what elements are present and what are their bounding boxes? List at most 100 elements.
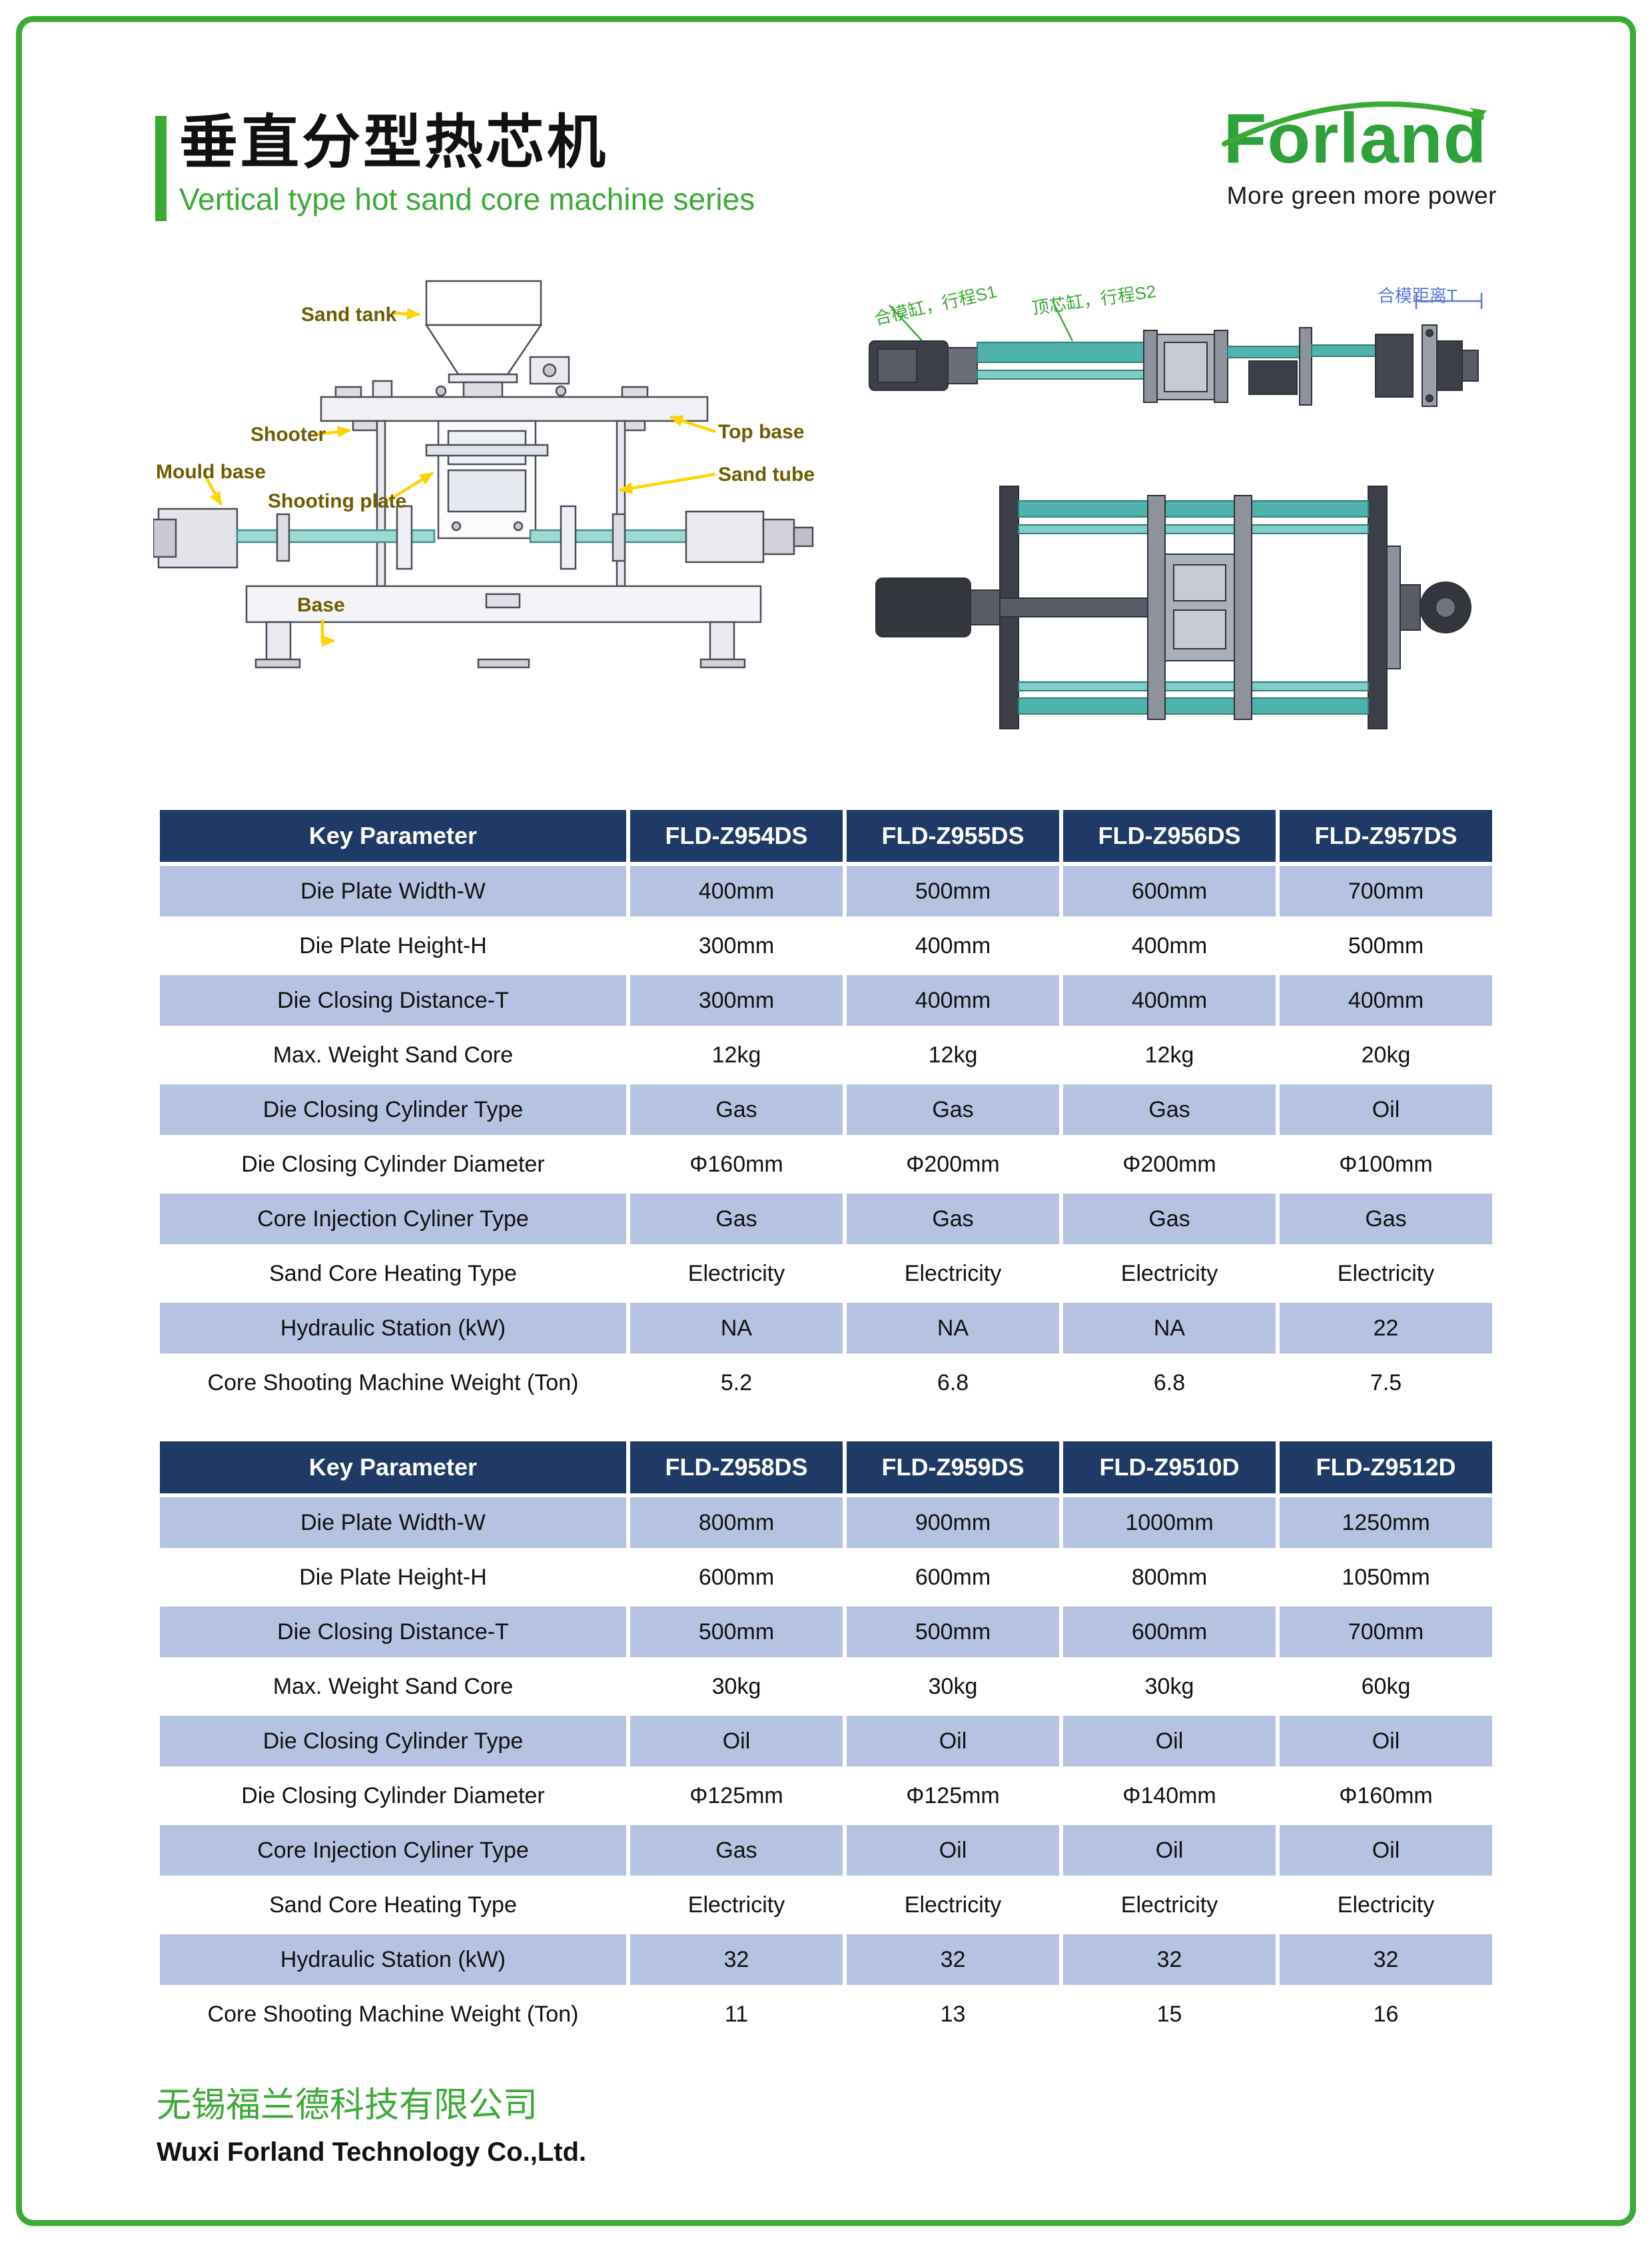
spec-value-cell: 6.8 (1063, 1357, 1276, 1408)
spec-value-cell: Gas (630, 1825, 843, 1876)
model-header-cell: FLD-Z9512D (1280, 1441, 1492, 1493)
spec-value-cell: Electricity (1280, 1880, 1492, 1930)
spec-value-cell: 32 (1280, 1934, 1492, 1985)
spec-value-cell: 13 (847, 1989, 1059, 2040)
machine-front-view-diagram (153, 280, 814, 669)
spec-value-cell: 7.5 (1280, 1357, 1492, 1408)
spec-value-cell: Oil (1280, 1084, 1492, 1135)
spec-value-cell: 30kg (630, 1661, 843, 1712)
spec-value-cell: Oil (847, 1825, 1059, 1876)
clamping-axis-shape (153, 505, 814, 570)
spec-label-cell: Hydraulic Station (kW) (160, 1934, 626, 1985)
spec-value-cell: Gas (847, 1194, 1059, 1244)
spec-value-cell: Oil (1280, 1716, 1492, 1766)
spec-value-cell: Oil (1280, 1825, 1492, 1876)
spec-value-cell: Electricity (630, 1880, 843, 1930)
spec-value-cell: Gas (1280, 1194, 1492, 1244)
spec-value-cell: Gas (630, 1194, 843, 1244)
spec-value-cell: 1000mm (1063, 1497, 1276, 1548)
diagram-label-mould-base: Mould base (156, 461, 266, 483)
spec-label-cell: Core Shooting Machine Weight (Ton) (160, 1357, 626, 1408)
spec-label-cell: Die Plate Height-H (160, 1552, 626, 1603)
spec-value-cell: 500mm (1280, 921, 1492, 971)
shooting-column-shape (376, 420, 626, 587)
spec-value-cell: Electricity (847, 1880, 1059, 1930)
diagram-label-sand-tube: Sand tube (718, 464, 815, 486)
spec-value-cell: 600mm (630, 1552, 843, 1603)
spec-value-cell: 500mm (847, 866, 1059, 917)
spec-label-cell: Max. Weight Sand Core (160, 1030, 626, 1080)
spec-value-cell: 400mm (847, 921, 1059, 971)
spec-value-cell: Electricity (1063, 1248, 1276, 1299)
spec-value-cell: 800mm (1063, 1552, 1276, 1603)
spec-label-cell: Die Closing Distance-T (160, 1607, 626, 1657)
spec-label-cell: Die Closing Cylinder Type (160, 1084, 626, 1135)
spec-value-cell: 22 (1280, 1303, 1492, 1353)
spec-label-cell: Sand Core Heating Type (160, 1880, 626, 1930)
page-subtitle: Vertical type hot sand core machine seri… (179, 182, 755, 217)
callout-arrows (205, 308, 716, 647)
spec-value-cell: Gas (847, 1084, 1059, 1135)
model-header-cell: FLD-Z9510D (1063, 1441, 1276, 1493)
spec-value-cell: Electricity (847, 1248, 1059, 1299)
side-view-shape (875, 486, 1471, 729)
plan-view-shape (869, 324, 1479, 407)
model-header-cell: FLD-Z956DS (1063, 810, 1276, 862)
spec-value-cell: Φ140mm (1063, 1770, 1276, 1821)
base-frame-shape (245, 585, 762, 669)
spec-value-cell: 300mm (630, 975, 843, 1026)
logo-swoosh-icon (1222, 101, 1487, 147)
model-header-cell: FLD-Z957DS (1280, 810, 1492, 862)
spec-value-cell: Φ200mm (847, 1139, 1059, 1190)
spec-value-cell: 16 (1280, 1989, 1492, 2040)
spec-label-cell: Core Injection Cyliner Type (160, 1825, 626, 1876)
spec-value-cell: 800mm (630, 1497, 843, 1548)
annotation-closing-distance: 合模距离T (1378, 286, 1457, 306)
spec-label-cell: Die Closing Distance-T (160, 975, 626, 1026)
diagram-label-base: Base (297, 594, 345, 616)
spec-value-cell: 400mm (630, 866, 843, 917)
spec-value-cell: 600mm (847, 1552, 1059, 1603)
spec-value-cell: 900mm (847, 1497, 1059, 1548)
header-title-block: 垂直分型热芯机 Vertical type hot sand core mach… (155, 111, 755, 221)
spec-value-cell: Electricity (1063, 1880, 1276, 1930)
spec-value-cell: 15 (1063, 1989, 1276, 2040)
spec-value-cell: 60kg (1280, 1661, 1492, 1712)
spec-value-cell: 32 (847, 1934, 1059, 1985)
company-name-cn: 无锡福兰德科技有限公司 (157, 2086, 538, 2125)
spec-value-cell: NA (847, 1303, 1059, 1353)
spec-value-cell: 1250mm (1280, 1497, 1492, 1548)
spec-value-cell: 500mm (847, 1607, 1059, 1657)
spec-value-cell: 700mm (1280, 1607, 1492, 1657)
spec-value-cell: Φ125mm (630, 1770, 843, 1821)
model-header-cell: FLD-Z954DS (630, 810, 843, 862)
model-header-cell: FLD-Z958DS (630, 1441, 843, 1493)
spec-value-cell: Gas (630, 1084, 843, 1135)
spec-value-cell: 12kg (630, 1030, 843, 1080)
spec-value-cell: Gas (1063, 1084, 1276, 1135)
spec-label-cell: Die Plate Width-W (160, 1497, 626, 1548)
spec-value-cell: Oil (1063, 1716, 1276, 1766)
key-parameter-header: Key Parameter (160, 1441, 626, 1493)
spec-label-cell: Die Closing Cylinder Diameter (160, 1770, 626, 1821)
model-header-cell: FLD-Z959DS (847, 1441, 1059, 1493)
title-accent-bar (155, 116, 167, 221)
spec-value-cell: 400mm (847, 975, 1059, 1026)
forland-logo: Forland More green more power (1207, 100, 1503, 210)
spec-label-cell: Die Plate Width-W (160, 866, 626, 917)
spec-value-cell: 400mm (1063, 975, 1276, 1026)
spec-value-cell: NA (1063, 1303, 1276, 1353)
spec-value-cell: Oil (1063, 1825, 1276, 1876)
